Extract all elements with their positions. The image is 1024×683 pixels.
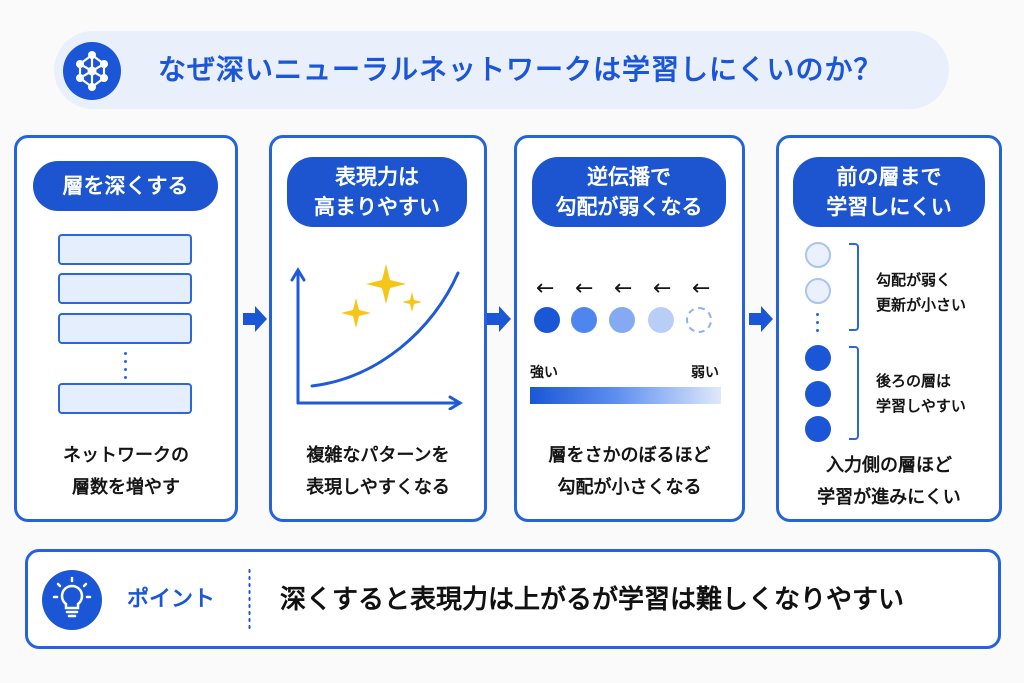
layer-bar — [58, 313, 192, 344]
dotted-divider — [248, 569, 251, 629]
backprop-arrow: ← — [536, 276, 555, 301]
neural-network-icon — [63, 42, 121, 100]
point-text: 深くすると表現力は上がるが学習は難しくなりやすい — [280, 585, 905, 615]
point-panel — [25, 549, 1001, 649]
point-label: ポイント — [127, 587, 216, 612]
card-1-heading: 層を深くする — [33, 161, 218, 211]
strong-label: 強い — [530, 365, 558, 381]
gradient-node — [648, 307, 674, 333]
ellipsis-vertical — [124, 352, 128, 384]
bracket — [849, 346, 859, 440]
card-4-caption: 入力側の層ほど 学習が進みにくい — [817, 455, 961, 508]
layer-node-faded — [805, 278, 831, 304]
title-banner — [54, 31, 949, 109]
backprop-arrow: ← — [692, 276, 711, 301]
gradient-node — [534, 307, 560, 333]
backprop-arrow: ← — [614, 276, 633, 301]
layer-bar — [58, 234, 192, 265]
right-arrow-icon — [243, 306, 267, 332]
card-2-heading: 表現力は 高まりやすい — [287, 157, 467, 227]
card-3-caption: 層をさかのぼるほど 勾配が小さくなる — [548, 445, 711, 498]
layer-bar — [58, 273, 192, 304]
ellipsis-vertical — [816, 313, 820, 337]
growth-curve-graph — [290, 264, 463, 410]
backprop-arrow: ← — [653, 276, 672, 301]
right-arrow-icon — [749, 306, 773, 332]
gradient-node — [571, 307, 597, 333]
gradient-node-faded — [686, 307, 712, 333]
upper-layers-note: 勾配が弱く 更新が小さい — [876, 271, 967, 314]
lower-layers-note: 後ろの層は 学習しやすい — [876, 372, 966, 415]
lightbulb-icon — [42, 570, 102, 630]
card-3-heading: 逆伝播で 勾配が弱くなる — [532, 157, 726, 227]
right-arrow-icon — [487, 306, 511, 332]
weak-label: 弱い — [691, 365, 719, 381]
layer-bar — [58, 383, 192, 414]
layer-node — [805, 416, 831, 442]
bracket — [849, 243, 859, 331]
card-4-heading: 前の層まで 学習しにくい — [793, 157, 985, 227]
card-1-caption: ネットワークの 層数を増やす — [63, 445, 189, 498]
gradient-node — [609, 307, 635, 333]
gradient-strength-bar — [530, 387, 721, 404]
card-2-caption: 複雑なパターンを 表現しやすくなる — [306, 445, 450, 498]
layer-node — [805, 345, 831, 371]
page-title: なぜ深いニューラルネットワークは学習しにくいのか？ — [158, 53, 883, 86]
layer-node-faded — [805, 242, 831, 268]
backprop-arrow: ← — [575, 276, 594, 301]
layer-node — [805, 381, 831, 407]
